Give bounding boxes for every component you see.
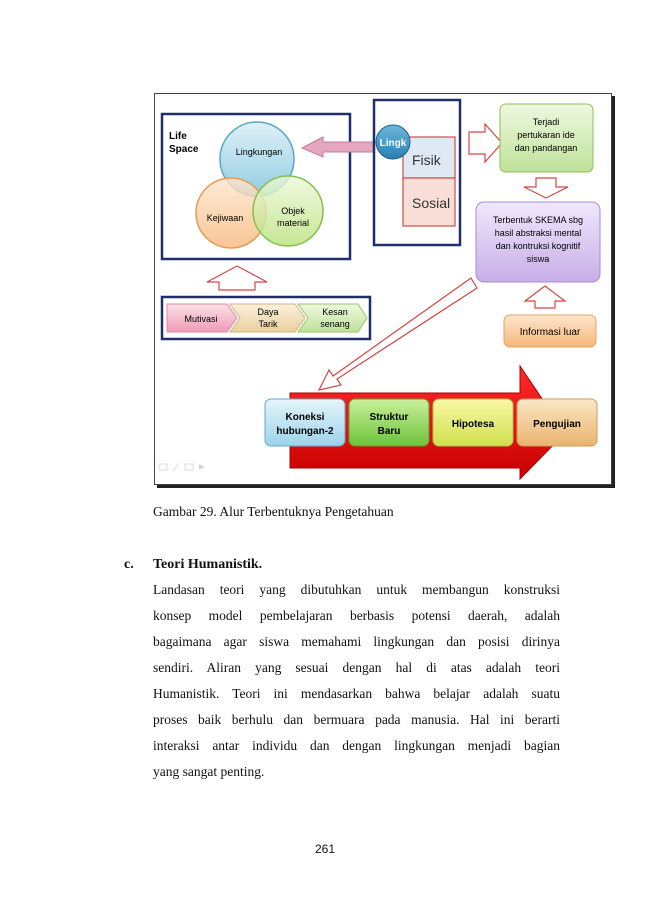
circle-objek-label-2: material: [277, 218, 309, 228]
paragraph-line: sendiri. Aliran yang sesuai dengan hal d…: [153, 660, 560, 675]
slide-controls-icon: [158, 462, 205, 472]
informasi-luar-box: [503, 314, 597, 348]
life-space-label-2: Space: [169, 144, 199, 155]
chevron-daya-tarik-label: Daya: [257, 307, 278, 317]
section-letter: c.: [124, 557, 134, 572]
section-title: Teori Humanistik.: [153, 557, 263, 572]
circle-objek-label: Objek: [281, 206, 305, 216]
chevron-daya-tarik-label-2: Tarik: [258, 319, 278, 329]
chevron-kesan-label-2: senang: [320, 319, 350, 329]
flow-struktur-baru: [348, 398, 430, 447]
arrow-to-terjadi: [468, 122, 503, 164]
paragraph-line: interaksi antar individu dan dengan ling…: [153, 738, 560, 753]
flow-pengujian: [516, 398, 598, 447]
skema-line-4: siswa: [527, 254, 550, 264]
terjadi-line-3: dan pandangan: [515, 143, 578, 153]
chevron-daya-tarik: [229, 303, 306, 333]
terjadi-box: [499, 103, 594, 173]
flow-pengujian-label: Pengujian: [533, 419, 581, 430]
arrow-up-to-skema: [523, 285, 567, 309]
skema-box: [475, 201, 601, 283]
arrow-down-to-skema: [523, 177, 569, 199]
skema-line-1: Terbentuk SKEMA sbg: [493, 215, 583, 225]
paragraph-line: Landasan teori yang dibutuhkan untuk mem…: [153, 582, 560, 597]
arrow-up-to-life-space: [206, 265, 268, 291]
figure-diagram: Life Space Lingkungan Kejiwaan Objek mat…: [158, 98, 601, 481]
circle-objek: [252, 175, 324, 247]
skema-line-3: dan kontruksi kognitif: [496, 241, 581, 251]
paragraph-line: konsep model pembelajaran berbasis poten…: [153, 608, 560, 623]
lingk-circle: [375, 124, 411, 160]
page-number: 261: [314, 842, 336, 856]
sosial-label: Sosial: [412, 195, 450, 211]
flow-koneksi-label: Koneksi: [286, 412, 325, 423]
life-space-label: Life: [169, 131, 187, 142]
informasi-luar-label: Informasi luar: [520, 327, 581, 338]
terjadi-line-2: pertukaran ide: [517, 130, 575, 140]
skema-line-2: hasil abstraksi mental: [495, 228, 582, 238]
paragraph-line: Humanistik. Teori ini mendasarkan bahwa …: [153, 686, 560, 701]
arrow-diagonal-to-flow: [317, 277, 478, 391]
circle-lingkungan-label: Lingkungan: [236, 147, 283, 157]
paragraph-line: yang sangat penting.: [153, 764, 265, 779]
circle-kejiwaan-label: Kejiwaan: [207, 213, 244, 223]
chevron-kesan-label: Kesan: [322, 307, 348, 317]
knowledge-formation-figure: Life Space Lingkungan Kejiwaan Objek mat…: [154, 93, 612, 485]
flow-koneksi-label-2: hubungan-2: [276, 426, 334, 437]
flow-struktur-label: Struktur: [370, 412, 409, 423]
flow-hipotesa: [432, 398, 514, 447]
chevron-mutivasi: [166, 303, 238, 333]
flow-koneksi: [264, 398, 346, 447]
chevron-mutivasi-label: Mutivasi: [184, 314, 217, 324]
chevron-kesan-senang: [297, 303, 368, 333]
fisik-label: Fisik: [412, 152, 442, 168]
terjadi-line-1: Terjadi: [533, 117, 560, 127]
section-paragraph: Landasan teori yang dibutuhkan untuk mem…: [153, 577, 560, 785]
paragraph-line: proses baik berhulu dan bermuara pada ma…: [153, 712, 560, 727]
flow-hipotesa-label: Hipotesa: [452, 419, 495, 430]
figure-caption: Gambar 29. Alur Terbentuknya Pengetahuan: [153, 504, 394, 519]
paragraph-line: bagaimana agar siswa memahami lingkungan…: [153, 634, 560, 649]
flow-struktur-label-2: Baru: [378, 426, 401, 437]
lingk-circle-label: Lingk: [380, 138, 407, 149]
sosial-cell: [402, 177, 456, 227]
